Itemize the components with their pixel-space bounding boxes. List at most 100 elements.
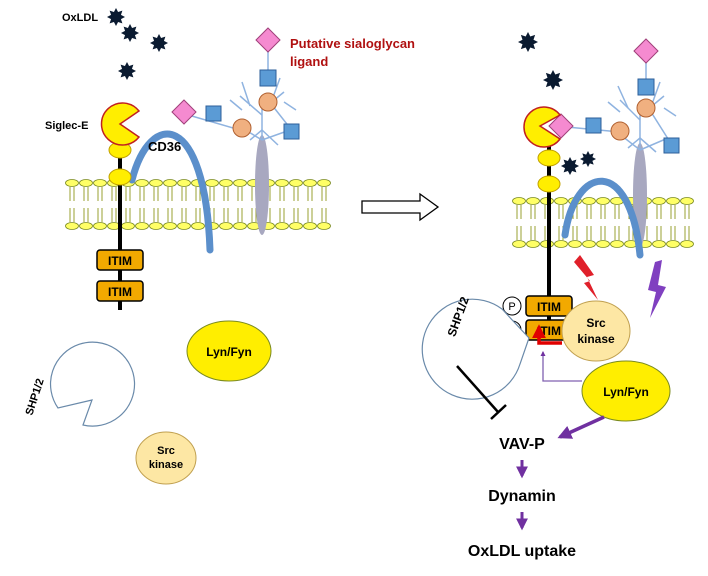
cell-membrane-left (65, 179, 331, 230)
glycan-square-icon (259, 69, 277, 87)
lipid-head (233, 179, 247, 187)
lipid-head (149, 179, 163, 187)
glycan-square-icon (663, 137, 680, 154)
src-kinase (135, 431, 197, 485)
lipid-head (275, 222, 289, 230)
lipid-head (121, 222, 135, 230)
lipid-head (582, 197, 596, 205)
lipid-head (135, 179, 149, 187)
lipid-head (163, 222, 177, 230)
lightning-bolt-icon (574, 255, 598, 300)
lyn-vav-arrow (557, 415, 605, 439)
lyn-fyn-label: Lyn/Fyn (603, 385, 649, 399)
lipid-head (93, 222, 107, 230)
lightning-bolt-icon (648, 260, 666, 318)
oxldl-star-icon (118, 62, 136, 80)
lipid-head (93, 179, 107, 187)
right-panel-activated: ITIM ITIM P P SHP1/2 Src kinase Lyn/Fyn … (421, 32, 694, 560)
cd36-label: CD36 (148, 139, 181, 154)
sialic-diamond-icon (548, 113, 574, 139)
itim-box (96, 249, 144, 271)
cd36-receptor (561, 177, 644, 259)
lyn-fyn-label: Lyn/Fyn (206, 345, 252, 359)
hollow-arrow-icon (361, 192, 440, 222)
left-panel-resting: OxLDL (24, 8, 415, 485)
shp-inhibition-bar (490, 404, 507, 420)
lipid-head (317, 222, 331, 230)
sialic-diamond-icon (171, 99, 197, 125)
lipid-head (554, 240, 568, 248)
lipid-head (596, 240, 610, 248)
itim-box (96, 280, 144, 302)
lipid-head (219, 179, 233, 187)
phospho-circle (502, 296, 522, 316)
glycan-square-icon (205, 105, 222, 122)
oxldl-uptake-label: OxLDL uptake (468, 543, 576, 560)
lipid-head (568, 240, 582, 248)
siglec-domain (108, 168, 132, 186)
oxldl-star-icon (580, 151, 596, 167)
lipid-head (526, 240, 540, 248)
lipid-head (65, 179, 79, 187)
vav-p-label: VAV-P (499, 436, 545, 453)
oxldl-star-icon (150, 34, 168, 52)
lipid-head (666, 240, 680, 248)
lipid-head (191, 222, 205, 230)
src-kinase (561, 300, 631, 362)
oxldl-star-icon (561, 157, 579, 175)
lipid-head (610, 240, 624, 248)
ligand-label-line1: Putative sialoglycan (290, 36, 415, 51)
shp-label: SHP1/2 (24, 377, 47, 417)
lipid-head (303, 222, 317, 230)
cell-membrane-right (512, 197, 694, 248)
phospho-label: P (508, 301, 515, 313)
lipid-head (289, 222, 303, 230)
lipid-head (135, 222, 149, 230)
shp-phosphatase-pacman (49, 341, 136, 427)
glycan-square-icon (283, 123, 300, 140)
shp-inhibition-line (456, 365, 499, 413)
sialic-diamond-icon (255, 27, 281, 53)
itim-label: ITIM (108, 285, 132, 299)
lipid-head (79, 179, 93, 187)
lipid-head (275, 179, 289, 187)
siglec-pacman-icon (100, 102, 141, 146)
lipid-head (317, 179, 331, 187)
lipid-head (652, 197, 666, 205)
lipid-head (512, 240, 526, 248)
glycan-circle-icon (258, 92, 278, 112)
siglec-domain (537, 175, 561, 193)
glycan-circle-icon (232, 118, 252, 138)
lipid-head (596, 197, 610, 205)
lyn-itim-arrow (540, 350, 582, 382)
lipid-head (177, 222, 191, 230)
src-label-line2: kinase (577, 332, 615, 346)
cd36-receptor (128, 130, 214, 254)
oxldl-star-icon (543, 70, 563, 90)
itim-label: ITIM (537, 300, 561, 314)
lipid-head (680, 240, 694, 248)
lipid-head (219, 222, 233, 230)
lipid-head (149, 222, 163, 230)
lipid-head (666, 197, 680, 205)
lipid-head (303, 179, 317, 187)
oxldl-star-icon (107, 8, 125, 26)
glycan-square-icon (585, 117, 602, 134)
lipid-head (289, 179, 303, 187)
lyn-fyn-kinase (581, 360, 671, 422)
lipid-head (652, 240, 666, 248)
lipid-head (582, 240, 596, 248)
src-label-line2: kinase (149, 459, 183, 471)
glycoprotein-shaft (255, 135, 269, 235)
lipid-head (680, 197, 694, 205)
sialic-diamond-icon (633, 38, 659, 64)
itim-label: ITIM (108, 254, 132, 268)
lipid-head (79, 222, 93, 230)
glycan-tree-left (171, 27, 300, 235)
oxldl-particles-left (107, 8, 168, 80)
shp-phosphatase-pacman (421, 298, 530, 400)
siglec-e-label: Siglec-E (45, 120, 88, 132)
lipid-head (554, 197, 568, 205)
lyn-fyn-kinase (186, 320, 272, 382)
siglec-domain (537, 149, 561, 167)
